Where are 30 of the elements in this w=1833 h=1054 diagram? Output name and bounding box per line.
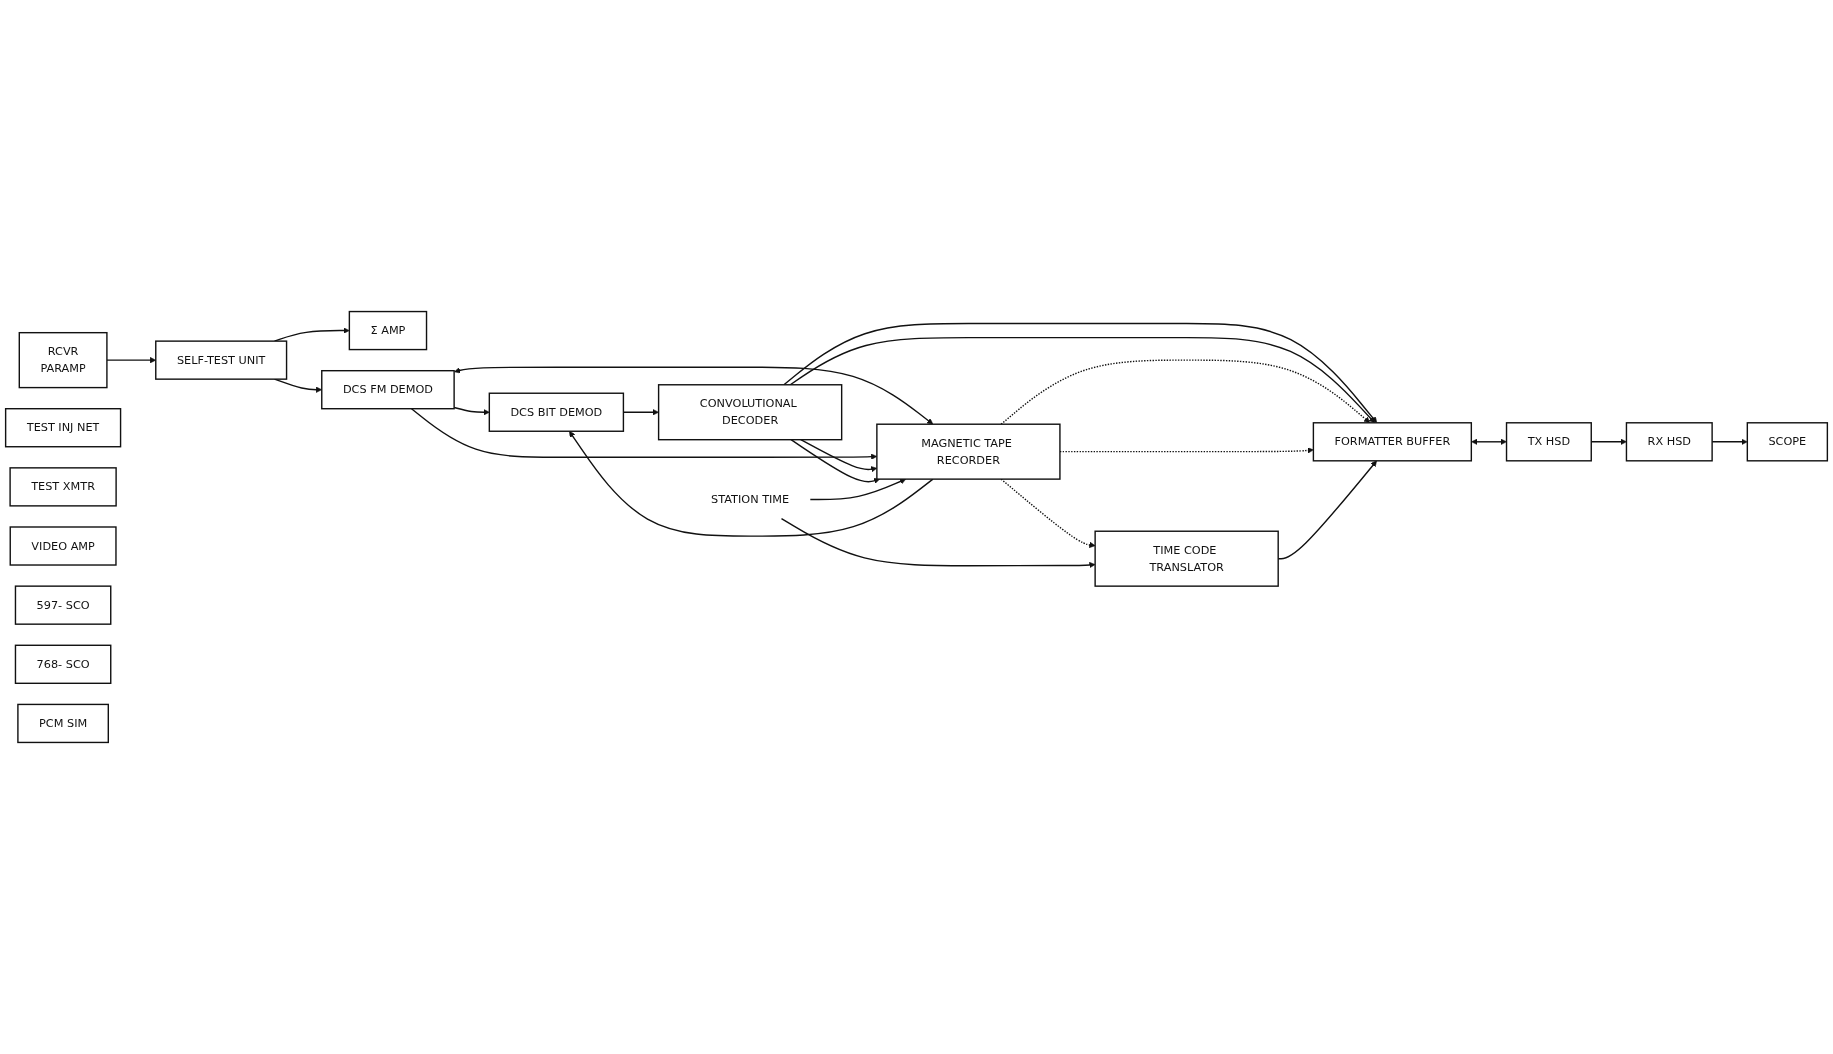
node-box: TEST XMTR bbox=[9, 467, 117, 507]
arrow bbox=[453, 406, 490, 416]
node-box: CONVOLUTIONAL DECODER bbox=[657, 384, 843, 441]
node-box: 768- SCO bbox=[14, 644, 112, 684]
node-box: 597- SCO bbox=[14, 585, 112, 625]
arrow bbox=[1000, 478, 1096, 548]
arrow bbox=[783, 322, 1378, 424]
node-box: MAGNETIC TAPE RECORDER bbox=[876, 423, 1061, 480]
arrow bbox=[780, 517, 1096, 569]
arrow bbox=[789, 336, 1375, 424]
node-text: STATION TIME bbox=[711, 492, 790, 506]
node-box: DCS FM DEMOD bbox=[321, 370, 455, 410]
arrow bbox=[809, 478, 907, 501]
arrow bbox=[1471, 438, 1507, 445]
node-box: VIDEO AMP bbox=[9, 526, 117, 566]
node-box: RCVR PARAMP bbox=[18, 331, 108, 389]
arrow bbox=[790, 439, 880, 484]
node-box: TEST INJ NET bbox=[4, 408, 122, 448]
arrow bbox=[569, 430, 934, 537]
arrow bbox=[1000, 359, 1371, 425]
node-box: TIME CODE TRANSLATOR bbox=[1094, 530, 1279, 587]
node-box: DCS BIT DEMOD bbox=[488, 392, 625, 432]
node-box: RX HSD bbox=[1625, 422, 1713, 462]
node-box: FORMATTER BUFFER bbox=[1312, 422, 1473, 462]
node-box: TX HSD bbox=[1505, 422, 1592, 462]
node-box: PCM SIM bbox=[17, 703, 109, 744]
node-box: SELF-TEST UNIT bbox=[155, 340, 288, 380]
arrow bbox=[454, 366, 934, 425]
node-box: Σ AMP bbox=[348, 310, 428, 351]
node-box: SCOPE bbox=[1746, 422, 1829, 462]
